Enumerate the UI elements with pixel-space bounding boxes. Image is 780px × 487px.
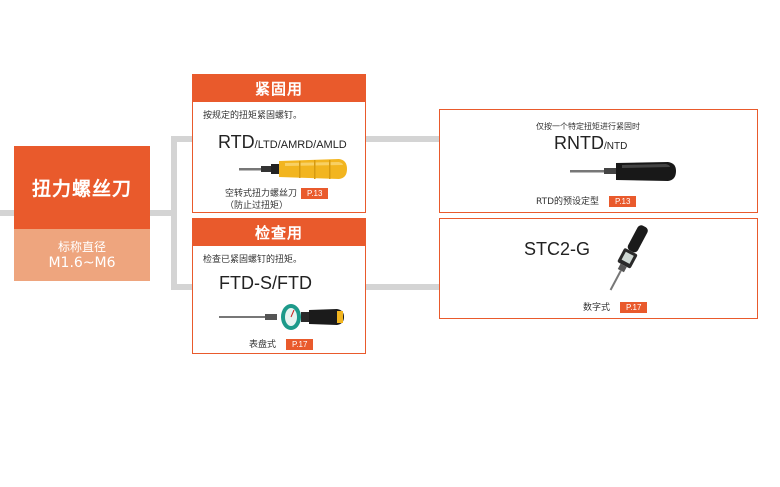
rntd-model-main: RNTD <box>554 133 604 153</box>
rntd-screwdriver-image <box>570 162 676 181</box>
inspection-caption-text: 表盘式 <box>249 340 277 350</box>
nominal-diameter: 标称直径 M1.6~M6 <box>14 229 150 281</box>
inspection-page-tag[interactable]: P.17 <box>286 339 314 350</box>
fastening-caption-line2: （防止过扭矩） <box>225 201 289 211</box>
stc-digital-screwdriver-image <box>609 225 648 291</box>
fastening-page-tag[interactable]: P.13 <box>301 188 329 199</box>
rtd-screwdriver-image <box>239 159 347 179</box>
fastening-model-main: RTD <box>218 132 255 152</box>
stc-caption: 数字式 P.17 <box>583 300 648 313</box>
fastening-caption-line1: 空转式扭力螺丝刀 <box>225 189 298 199</box>
fastening-header: 紧固用 <box>193 75 365 102</box>
ftd-dial-screwdriver-image <box>219 304 344 330</box>
fastening-card: 紧固用 按规定的扭矩紧固螺钉。 RTD/LTD/AMRD/AMLD 空转式扭力螺… <box>192 74 366 213</box>
stc-caption-text: 数字式 <box>583 303 611 313</box>
connector-fastening-rntd <box>365 136 440 142</box>
inspection-description: 检查已紧固螺钉的扭矩。 <box>203 255 303 265</box>
nominal-diameter-label: 标称直径 <box>57 240 106 254</box>
connector-root-right <box>150 210 174 216</box>
stc-model-name: STC2-G <box>524 239 591 259</box>
rntd-page-tag[interactable]: P.13 <box>609 196 637 207</box>
connector-to-inspection <box>171 284 193 290</box>
fastening-model: RTD/LTD/AMRD/AMLD <box>218 132 347 153</box>
rntd-description: 仅按一个特定扭矩进行紧固时 <box>536 122 640 131</box>
root-title: 扭力螺丝刀 <box>14 146 150 229</box>
stc-card: STC2-G 数字式 P.17 <box>439 218 758 319</box>
inspection-caption: 表盘式 P.17 <box>249 337 314 350</box>
root-node: 扭力螺丝刀 标称直径 M1.6~M6 <box>14 146 150 281</box>
rntd-caption: RTD的预设定型 P.13 <box>536 194 637 207</box>
fastening-model-rest: /LTD/AMRD/AMLD <box>254 139 347 151</box>
nominal-diameter-value: M1.6~M6 <box>48 255 116 271</box>
rntd-model-rest: /NTD <box>604 141 628 152</box>
stc-model: STC2-G <box>524 239 590 260</box>
connector-vertical <box>171 136 177 290</box>
inspection-card: 检查用 检查已紧固螺钉的扭矩。 FTD-S/FTD 表盘式 P.17 <box>192 218 366 354</box>
stc-page-tag[interactable]: P.17 <box>620 302 648 313</box>
inspection-header: 检查用 <box>193 219 365 246</box>
rntd-caption-text: RTD的预设定型 <box>536 197 600 207</box>
connector-inspection-stc <box>365 284 440 290</box>
inspection-model-name: FTD-S/FTD <box>219 273 312 293</box>
connector-root-left <box>0 210 14 216</box>
fastening-description: 按规定的扭矩紧固螺钉。 <box>203 111 303 121</box>
rntd-card: 仅按一个特定扭矩进行紧固时 RNTD/NTD RTD的预设定型 P.13 <box>439 109 758 213</box>
inspection-model: FTD-S/FTD <box>219 273 312 294</box>
connector-to-fastening <box>171 136 193 142</box>
rntd-model: RNTD/NTD <box>554 133 627 154</box>
